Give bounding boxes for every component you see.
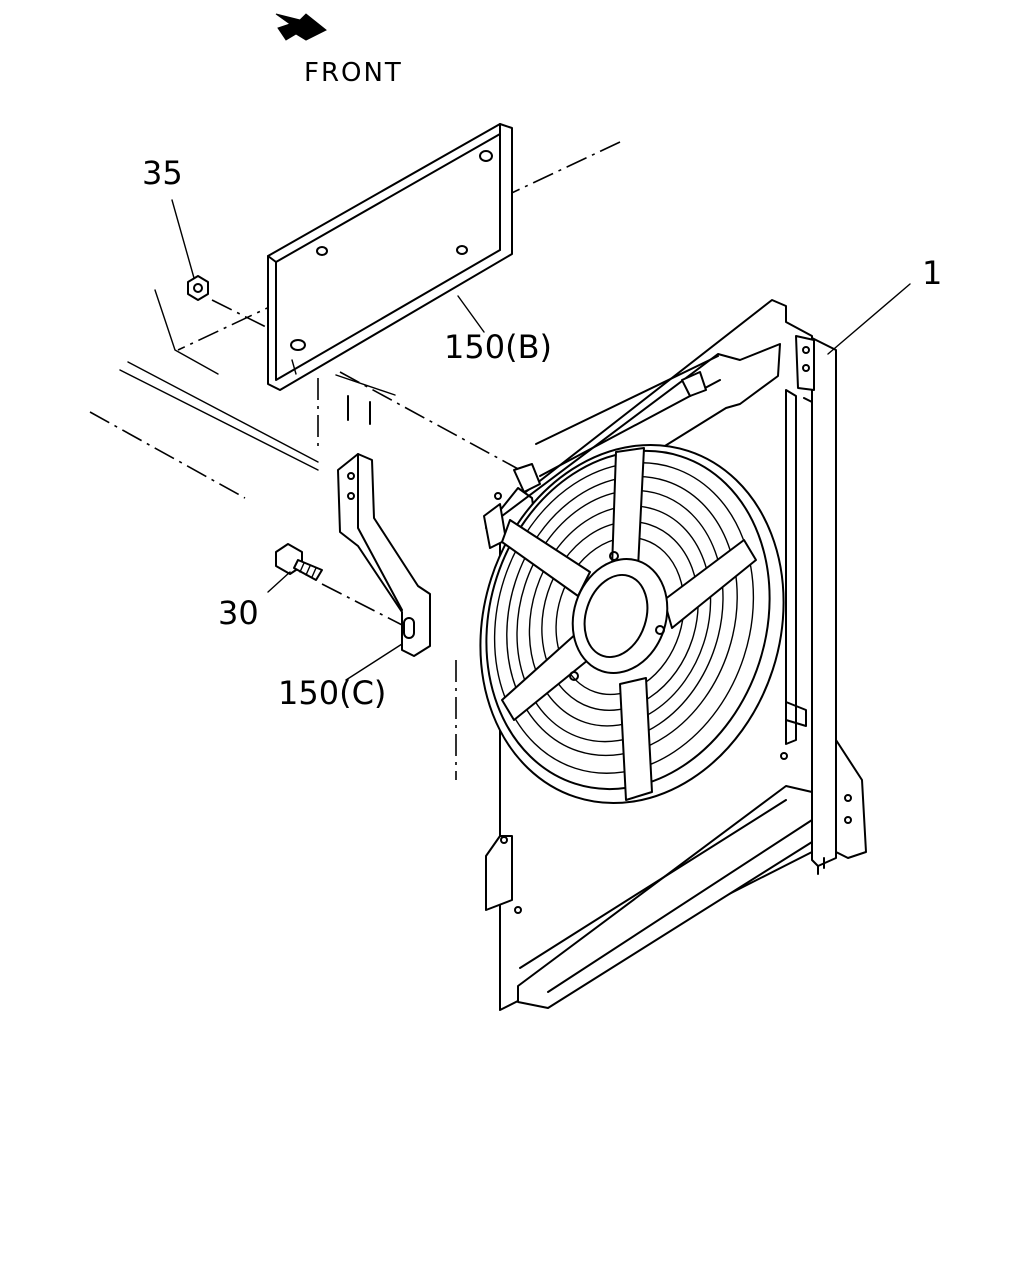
upper-bracket-150b (267, 123, 513, 425)
fan-hub (569, 551, 669, 681)
lower-bracket-150c (337, 453, 431, 657)
nut-35 (187, 275, 209, 301)
fan-spokes (501, 447, 757, 801)
callout-150b: 150(B) (444, 328, 552, 366)
fan-guard-rings (493, 462, 755, 774)
front-arrow-icon (275, 13, 327, 41)
callout-1: 1 (922, 254, 943, 292)
leader-lines (171, 199, 911, 681)
fan-shroud-assembly-1 (479, 299, 867, 1011)
front-label: FRONT (304, 58, 403, 88)
callout-150c: 150(C) (278, 674, 387, 712)
frame-reference-lines (89, 289, 396, 499)
callout-30: 30 (218, 594, 259, 632)
bolt-30 (275, 543, 323, 581)
callout-35: 35 (142, 154, 183, 192)
